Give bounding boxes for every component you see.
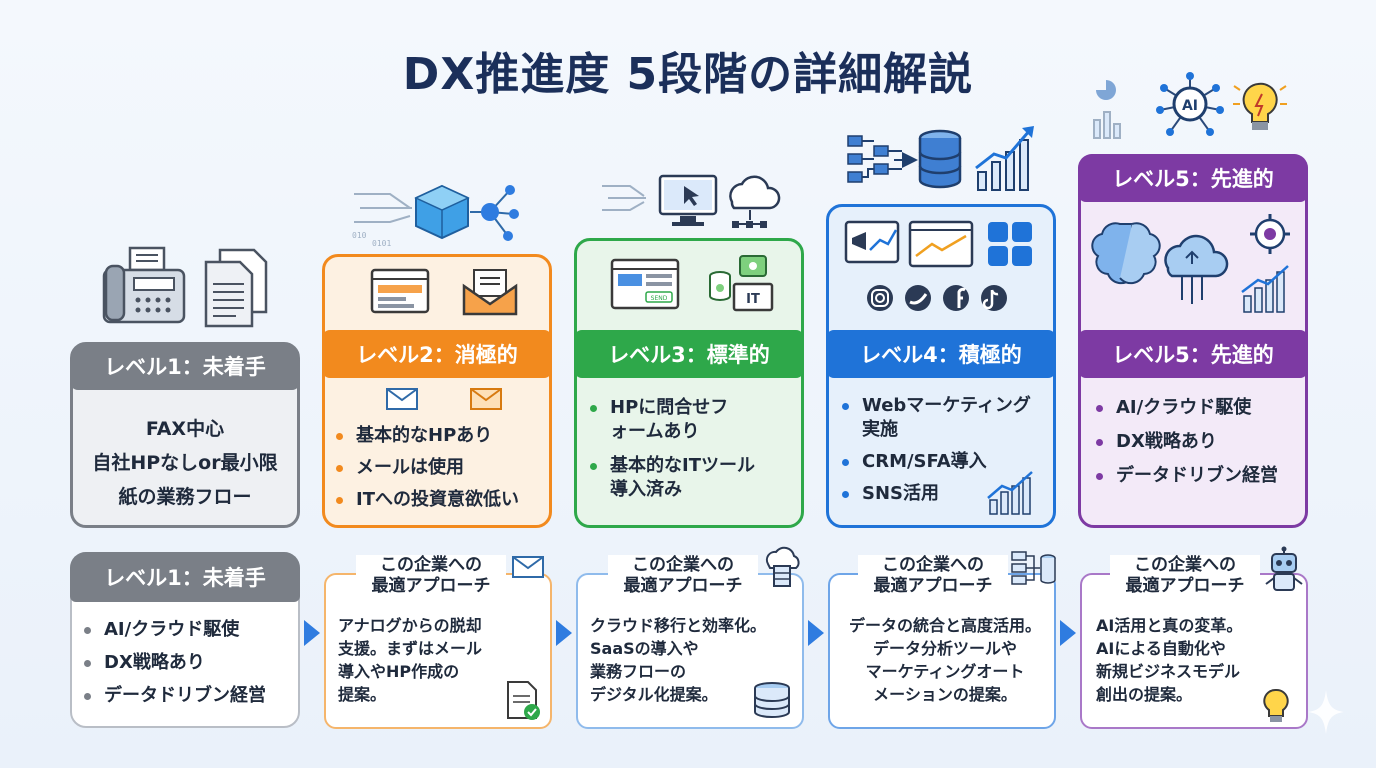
level4-point: Webマーケティング実施 — [840, 394, 1050, 442]
level1-point: FAX中心 — [145, 418, 225, 440]
mail-icon — [470, 388, 502, 410]
level4-point: CRM/SFA導入 — [840, 450, 1050, 474]
level2-point: メールは使用 — [334, 456, 548, 480]
data-flow-database-chart-icon — [847, 126, 1034, 191]
level1-bottom-label: レベル1：未着手 — [70, 552, 300, 602]
level2-point: 基本的なHPあり — [334, 424, 548, 448]
level2-point: ITへの投資意欲低い — [334, 488, 548, 512]
approach-text-level5: AI活用と真の変革。 AIによる自動化や 新規ビジネスモデル 創出の提案。 — [1096, 616, 1243, 704]
arrow-right-icon — [808, 620, 824, 646]
level1-bottom-point: データドリブン経営 — [82, 684, 296, 708]
it-label-text: IT — [746, 292, 760, 307]
monitor-cursor-cloud-icon — [602, 174, 781, 228]
browser-window-icon — [370, 268, 430, 314]
svg-text:0101: 0101 — [372, 239, 391, 248]
web-form-icon: SEND — [610, 258, 680, 310]
sparkle-icon — [1308, 690, 1344, 734]
ai-badge-text: AI — [1182, 98, 1198, 114]
level3-point: 基本的なITツール導入済み — [588, 454, 798, 502]
approach-heading: この企業への最適アプローチ — [858, 555, 1008, 597]
level1-bottom-points: AI/クラウド駆使 DX戦略あり データドリブン経営 — [82, 618, 296, 716]
digital-cube-network-icon: 010 0101 — [352, 184, 519, 248]
robot-icon — [1265, 546, 1303, 591]
level1-point: 自社HPなしor最小限 — [92, 452, 278, 474]
level4-points: Webマーケティング実施 CRM/SFA導入 SNS活用 — [840, 394, 1050, 514]
level5-label: レベル5：先進的 — [1078, 330, 1308, 378]
brain-cloud-chart-icons — [1091, 214, 1290, 313]
documents-icon — [204, 248, 268, 328]
mail-icon — [386, 388, 418, 410]
document-check-icon — [507, 681, 540, 720]
data-integration-icon — [1011, 551, 1056, 585]
level5-point: データドリブン経営 — [1094, 464, 1304, 488]
ai-network-bulb-icon: AI — [1093, 72, 1287, 139]
level4-label: レベル4：積極的 — [826, 330, 1056, 378]
approach-text-level2: アナログからの脱却 支援。まずはメール 導入やHP作成の 提案。 — [338, 616, 483, 704]
level1-point: 紙の業務フロー — [118, 486, 252, 508]
lightbulb-icon — [1263, 688, 1289, 722]
level3-point: HPに問合せフォームあり — [588, 396, 798, 444]
send-button-text: SEND — [651, 295, 668, 302]
database-icon — [754, 682, 790, 718]
level1-points: FAX中心 自社HPなしor最小限 紙の業務フロー — [70, 412, 300, 514]
arrow-right-icon — [556, 620, 572, 646]
mail-icon — [512, 556, 544, 578]
arrow-right-icon — [1060, 620, 1076, 646]
growth-chart-icon — [987, 471, 1033, 515]
level2-points: 基本的なHPあり メールは使用 ITへの投資意欲低い — [334, 424, 548, 520]
level2-label: レベル2：消極的 — [322, 330, 552, 378]
it-tools-icon: IT — [709, 255, 774, 312]
cloud-server-icon — [765, 546, 800, 587]
approach-text-level3: クラウド移行と効率化。 SaaSの導入や 業務フローの デジタル化提案。 — [590, 616, 767, 704]
approach-heading: この企業への最適アプローチ — [608, 555, 758, 597]
level5-point: AI/クラウド駆使 — [1094, 396, 1304, 420]
level3-label: レベル3：標準的 — [574, 330, 804, 378]
fax-machine-icon — [102, 246, 186, 324]
approach-heading: この企業への最適アプローチ — [356, 555, 506, 597]
arrow-right-icon — [304, 620, 320, 646]
level5-top-label: レベル5：先進的 — [1078, 154, 1308, 202]
envelope-open-icon — [462, 269, 518, 316]
level3-points: HPに問合せフォームあり 基本的なITツール導入済み — [588, 396, 798, 510]
marketing-sns-icons — [844, 220, 1032, 311]
level1-label: レベル1：未着手 — [70, 342, 300, 390]
approach-text-level4: データの統合と高度活用。 データ分析ツールや マーケティングオート メーションの… — [848, 616, 1041, 704]
level4-point: SNS活用 — [840, 482, 1050, 506]
level1-bottom-point: AI/クラウド駆使 — [82, 618, 296, 642]
level5-points: AI/クラウド駆使 DX戦略あり データドリブン経営 — [1094, 396, 1304, 496]
svg-text:010: 010 — [352, 231, 367, 240]
page-title: DX推進度 5段階の詳細解説 — [402, 49, 974, 100]
approach-heading: この企業への最適アプローチ — [1110, 555, 1260, 597]
level1-bottom-point: DX戦略あり — [82, 651, 296, 675]
level5-point: DX戦略あり — [1094, 430, 1304, 454]
